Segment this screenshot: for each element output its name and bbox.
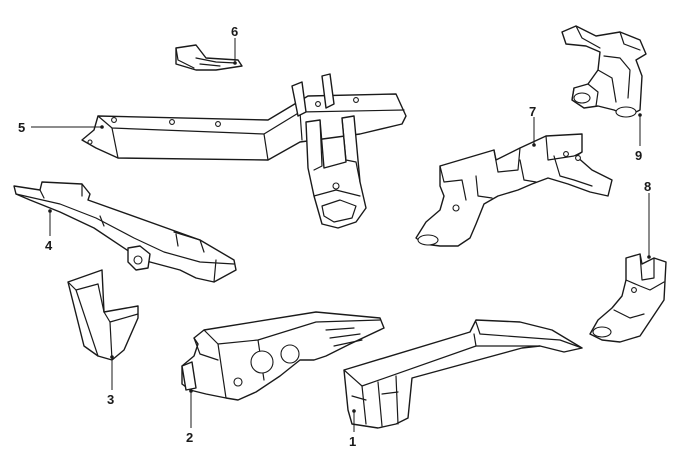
callout-3: 3 <box>107 392 114 407</box>
part-4-rail <box>13 181 237 283</box>
part-1-box-rail <box>343 319 583 429</box>
callout-2: 2 <box>186 430 193 445</box>
callout-6: 6 <box>231 24 238 39</box>
part-6-clip <box>175 44 243 71</box>
callout-7: 7 <box>529 104 536 119</box>
part-2-box-member <box>181 311 385 401</box>
callout-5: 5 <box>18 120 25 135</box>
part-3-wedge-bracket <box>67 269 139 361</box>
callout-labels: 6 5 7 9 4 8 3 2 1 <box>18 24 651 449</box>
callout-9: 9 <box>635 148 642 163</box>
part-8-bracket <box>589 253 667 343</box>
callout-4: 4 <box>45 238 53 253</box>
leaders <box>31 38 651 432</box>
part-7-dual-support <box>415 133 613 247</box>
callout-8: 8 <box>644 179 651 194</box>
callout-1: 1 <box>349 434 356 449</box>
part-5-cross-member <box>81 73 407 229</box>
part-9-bracket <box>561 25 647 118</box>
